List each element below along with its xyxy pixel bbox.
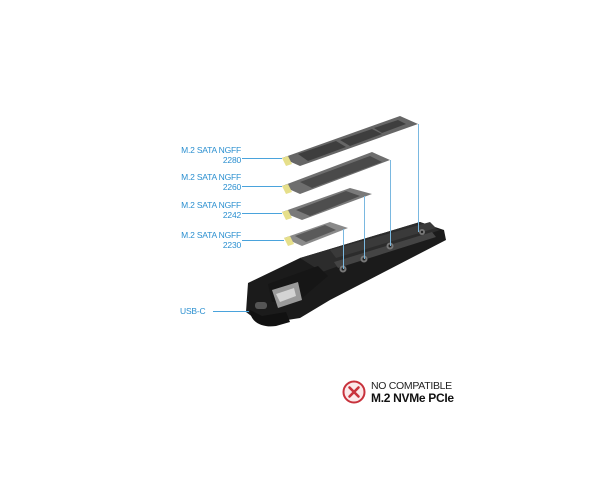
- callout-2242-type: M.2 SATA NGFF: [181, 200, 241, 210]
- callout-2280-type: M.2 SATA NGFF: [181, 145, 241, 155]
- callout-2242-size: 2242: [222, 210, 241, 220]
- callout-2230-type: M.2 SATA NGFF: [181, 230, 241, 240]
- callout-2260-type: M.2 SATA NGFF: [181, 172, 241, 182]
- ssd-2230: [284, 222, 348, 246]
- ssd-2260: [282, 152, 390, 194]
- callout-2242: M.2 SATA NGFF 2242: [130, 200, 241, 220]
- callout-2260-size: 2260: [222, 182, 241, 192]
- guide-line-2280: [418, 124, 419, 232]
- leader-2230: [242, 240, 284, 241]
- guide-line-2260: [390, 160, 391, 246]
- leader-2242: [242, 213, 282, 214]
- ssd-2280: [282, 116, 418, 166]
- x-circle-icon: [342, 380, 366, 404]
- enclosure: [246, 222, 446, 327]
- callout-2280-size: 2280: [222, 155, 241, 165]
- leader-2260: [242, 186, 282, 187]
- guide-line-2242: [364, 196, 365, 259]
- callout-2230-size: 2230: [222, 240, 241, 250]
- callout-2230: M.2 SATA NGFF 2230: [130, 230, 241, 250]
- usb-c-label: USB-C: [180, 306, 206, 316]
- guide-line-2230: [343, 229, 344, 269]
- incompatibility-notice: NO COMPATIBLE M.2 NVMe PCIe: [342, 380, 454, 404]
- notice-line-1: NO COMPATIBLE: [371, 380, 452, 392]
- leader-usb-c: [213, 311, 249, 312]
- notice-line-2: M.2 NVMe PCIe: [371, 391, 454, 405]
- callout-2280: M.2 SATA NGFF 2280: [130, 145, 241, 165]
- ssd-2242: [282, 188, 372, 220]
- leader-2280: [242, 158, 282, 159]
- callout-2260: M.2 SATA NGFF 2260: [130, 172, 241, 192]
